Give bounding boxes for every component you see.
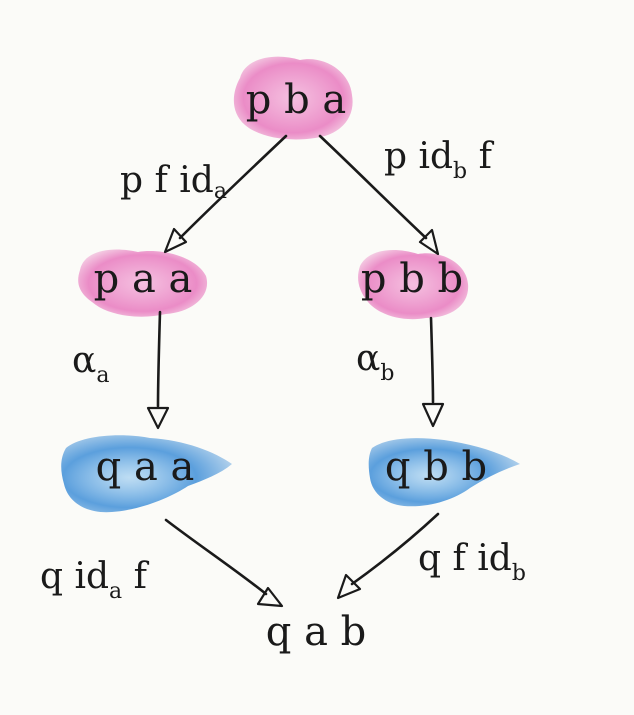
arrow-left-low-to-bottom	[164, 518, 284, 608]
label-q-id-a-f-sub: a	[109, 579, 122, 604]
label-alpha-b-sub: b	[380, 361, 394, 386]
node-paa: p a a	[94, 256, 193, 302]
arrow-top-to-left	[163, 134, 288, 254]
node-qaa: q a a	[96, 444, 195, 490]
label-q-f-id-b: q f idb	[418, 538, 526, 586]
arrow-labels: p f ida p idb f αa αb q ida f q f idb	[40, 136, 526, 604]
label-q-f-id-b-sub: b	[512, 561, 526, 586]
arrow-right-mid-to-low	[421, 316, 445, 428]
arrow-right-low-to-bottom	[336, 512, 440, 600]
nodes: p b a p a a p b b q a a q b b q a b	[94, 77, 487, 655]
node-qbb: q b b	[385, 444, 487, 490]
blue-blob-left-low	[61, 435, 232, 513]
label-q-f-id-b-main: q f id	[418, 538, 512, 579]
label-p-id-b-f: p idb f	[384, 136, 495, 184]
pink-blob-top	[233, 56, 353, 140]
label-alpha-b: αb	[356, 338, 394, 386]
label-p-id-b-f-post: f	[467, 136, 494, 177]
label-p-id-b-f-pre: p id	[384, 136, 453, 177]
label-q-id-a-f: q ida f	[40, 556, 150, 604]
arrows	[146, 134, 445, 608]
pink-blob-left-mid	[78, 249, 208, 317]
label-alpha-a: αa	[72, 340, 109, 388]
label-pf-id-a-main: p f id	[120, 160, 214, 201]
node-backgrounds	[61, 56, 520, 513]
label-pf-id-a: p f ida	[120, 160, 227, 204]
node-pba: p b a	[246, 77, 347, 123]
label-q-id-a-f-pre: q id	[40, 556, 109, 597]
blue-blob-right-low	[368, 438, 520, 507]
arrow-top-to-right	[318, 134, 440, 256]
label-alpha-b-main: α	[356, 338, 380, 379]
label-pf-id-a-sub: a	[214, 179, 227, 204]
node-pbb: p b b	[361, 256, 463, 302]
label-p-id-b-f-sub: b	[453, 159, 467, 184]
arrow-left-mid-to-low	[146, 310, 170, 430]
pink-blob-right-mid	[358, 250, 469, 320]
label-alpha-a-main: α	[72, 340, 96, 381]
label-q-id-a-f-post: f	[122, 556, 149, 597]
label-alpha-a-sub: a	[96, 363, 109, 388]
node-qab: q a b	[266, 609, 367, 655]
